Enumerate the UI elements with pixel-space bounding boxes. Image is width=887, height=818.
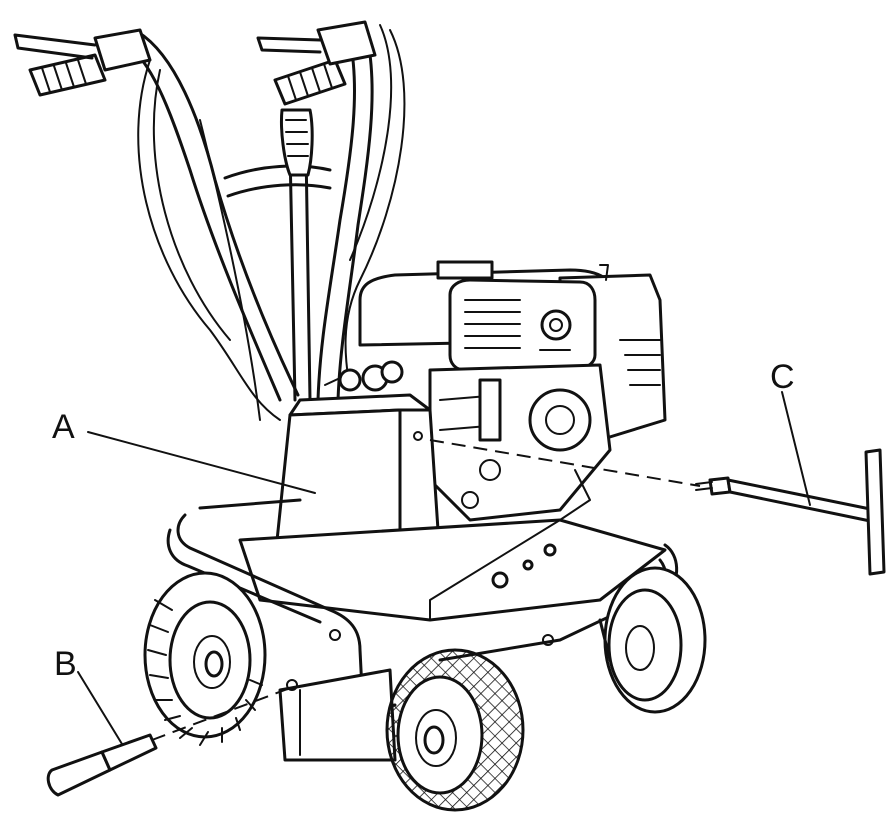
rear-right-wheel xyxy=(598,566,707,714)
callout-a-leader xyxy=(87,431,316,494)
tool-c-guide-line xyxy=(429,439,701,487)
handlebar-assembly xyxy=(13,20,406,421)
callout-b-leader xyxy=(77,671,123,745)
callout-label-b: B xyxy=(54,645,77,683)
left-grip xyxy=(13,28,152,97)
tool-b-wrench xyxy=(46,733,158,797)
wheels xyxy=(143,566,707,812)
engine xyxy=(358,260,667,522)
callout-c-leader xyxy=(781,391,811,506)
callout-label-c: C xyxy=(770,358,795,396)
front-wheel xyxy=(385,648,525,812)
frame xyxy=(166,498,679,762)
right-grip xyxy=(256,20,377,106)
rear-left-wheel xyxy=(143,571,267,746)
tool-c-t-handle xyxy=(695,448,886,576)
tool-b-guide-line xyxy=(151,687,291,741)
callout-label-a: A xyxy=(52,408,75,446)
